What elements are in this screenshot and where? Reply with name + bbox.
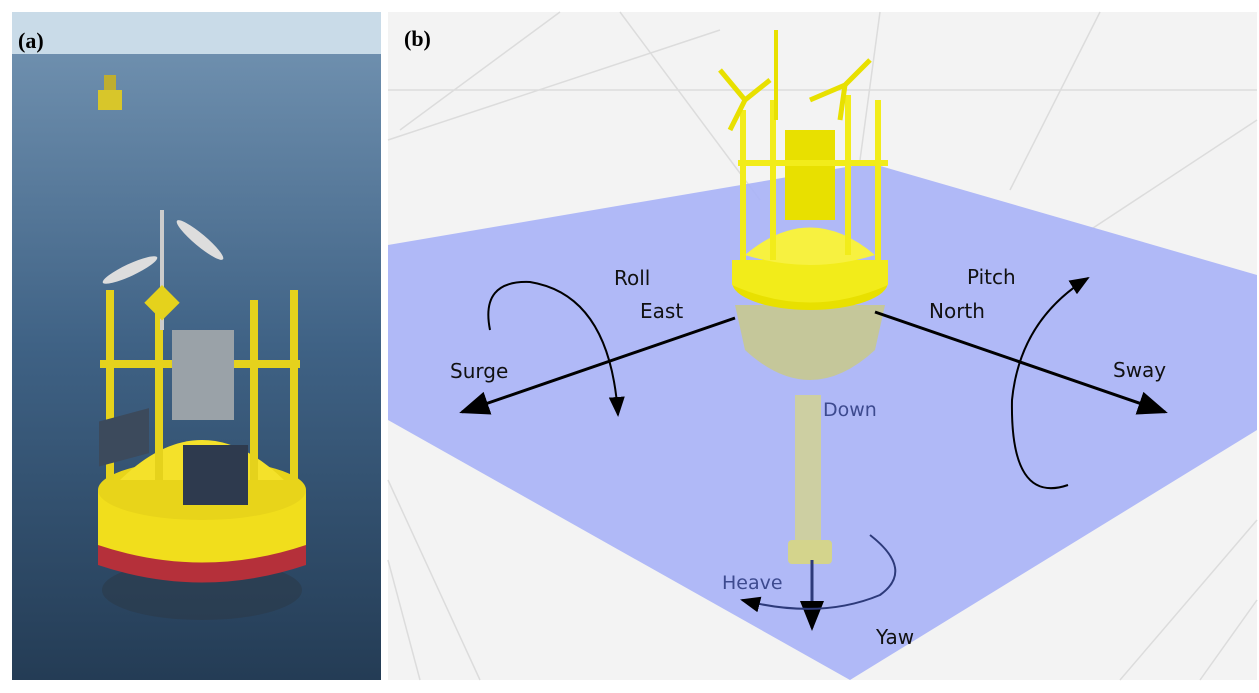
rotation-arrows [487, 276, 1090, 613]
label-pitch: Pitch [967, 265, 1016, 289]
label-down: Down [823, 399, 877, 421]
diagram-panel: Roll East Surge Pitch North Sway Down He… [387, 11, 1258, 681]
label-east: East [640, 299, 683, 323]
distant-buoy [98, 75, 122, 110]
roll-arrow [487, 280, 625, 417]
sky [12, 12, 381, 54]
grid-lines [387, 11, 1258, 681]
label-sway: Sway [1113, 358, 1166, 382]
pitch-arrow [1010, 276, 1090, 490]
panel-b-label: (b) [404, 26, 431, 51]
label-heave: Heave [722, 572, 783, 594]
east-axis [459, 316, 736, 415]
buoy-model [718, 30, 888, 564]
label-north: North [929, 299, 985, 323]
label-roll: Roll [614, 266, 650, 290]
label-surge: Surge [450, 359, 508, 383]
label-yaw: Yaw [875, 625, 914, 649]
buoy-photo [98, 210, 306, 620]
water-plane [388, 163, 1257, 680]
photo-panel: (a) [12, 12, 381, 680]
panel-a-label: (a) [18, 28, 44, 53]
yaw-arrow [740, 534, 897, 613]
